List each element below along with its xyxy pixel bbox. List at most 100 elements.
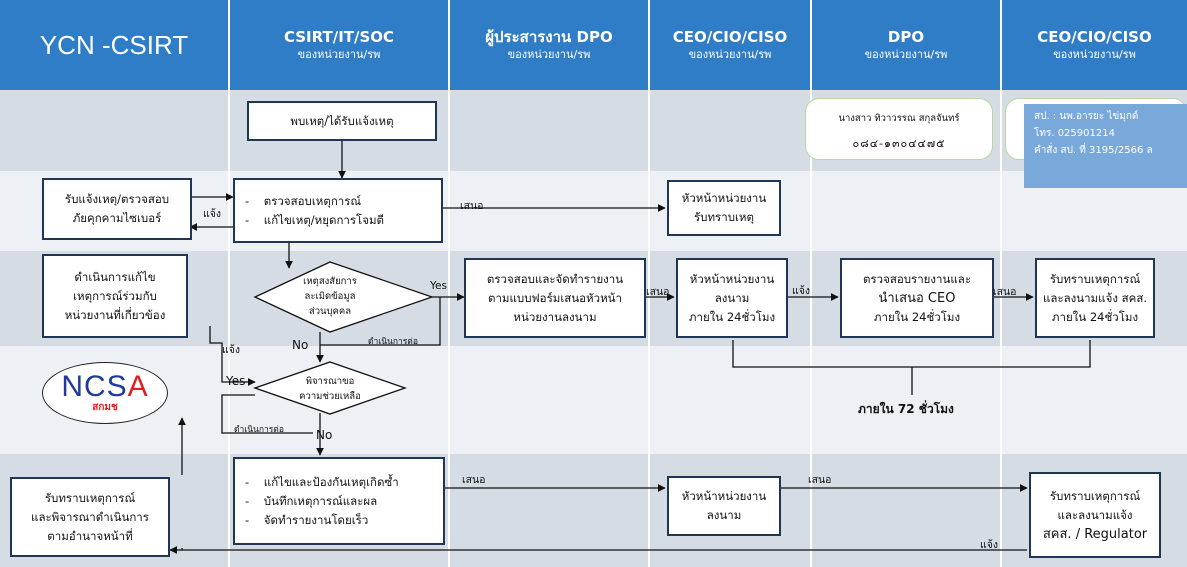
- box-text: ภายใน 24ชั่วโมง: [1051, 309, 1139, 324]
- label-no: No: [292, 338, 309, 352]
- label-continue: ดำเนินการต่อ: [368, 337, 418, 347]
- label-propose: เสนอ: [646, 286, 670, 298]
- column-divider: [1000, 90, 1002, 567]
- box-text: และลงนามแจ้ง สคส.: [1042, 290, 1147, 305]
- box-joint-fix: ดำเนินการแก้ไข เหตุการณ์ร่วมกับ หน่วยงาน…: [42, 254, 188, 338]
- label-propose: เสนอ: [808, 474, 832, 486]
- box-text: และพิจารณาดำเนินการ: [31, 509, 149, 524]
- header-title: DPO: [887, 28, 925, 46]
- column-divider: [448, 90, 450, 567]
- box-head-ack: หัวหน้าหน่วยงาน รับทราบเหตุ: [667, 180, 781, 236]
- box-text: ภัยคุกคามไซเบอร์: [72, 211, 162, 225]
- box-text: รับแจ้งเหตุ/ตรวจสอบ: [64, 192, 170, 206]
- box-text: ดำเนินการแก้ไข: [74, 269, 156, 284]
- dpo-contact-callout: นางสาว ทิวาวรรณ สกุลจันทร์ ๐๘๔-๑๓๐๔๔๗๕: [805, 98, 993, 160]
- box-dpo-review: ตรวจสอบรายงานและ นำเสนอ CEO ภายใน 24ชั่ว…: [840, 258, 994, 338]
- decision-text: ความช่วยเหลือ: [299, 391, 361, 402]
- box-text: สคส. / Regulator: [1042, 526, 1148, 542]
- box-text: รับทราบเหตุ: [694, 210, 754, 224]
- header-subtitle: ของหน่วยงาน/รพ: [688, 48, 772, 61]
- box-found-incident: พบเหตุ/ได้รับแจ้งเหตุ: [247, 101, 437, 141]
- ceo-contact-note: สป. : นพ.อารยะ ไข่มุกด์ โทร. 025901214 ค…: [1024, 104, 1187, 188]
- box-text: - แก้ไขเหตุ/หยุดการโจมตี: [245, 212, 385, 227]
- logo-mark: NCSA: [61, 372, 148, 402]
- box-text: ตรวจสอบเหตุการณ์: [263, 193, 362, 208]
- box-text: จัดทำรายงานโดยเร็ว: [263, 512, 369, 527]
- header-subtitle: ของหน่วยงาน/รพ: [1053, 48, 1136, 61]
- box-text: หน่วยงานที่เกี่ยวข้อง: [64, 307, 166, 322]
- header-title: CSIRT/IT/SOC: [283, 28, 395, 46]
- box-ceo-ack: รับทราบเหตุการณ์ และลงนามแจ้ง สคส. ภายใน…: [1035, 258, 1155, 338]
- header-title: CEO/CIO/CISO: [672, 28, 788, 46]
- header-subtitle: ของหน่วยงาน/รพ: [297, 48, 381, 61]
- label-yes: Yes: [430, 280, 447, 292]
- lane-4: [0, 346, 1187, 454]
- box-text: พบเหตุ/ได้รับแจ้งเหตุ: [290, 113, 394, 128]
- header-title: YCN -CSIRT: [39, 30, 189, 60]
- box-text: แก้ไขและป้องกันเหตุเกิดซ้ำ: [263, 474, 399, 489]
- label-notify: แจ้ง: [792, 285, 811, 297]
- dpo-contact-phone: ๐๘๔-๑๓๐๔๔๗๕: [852, 137, 946, 150]
- box-head-sign-24h: หัวหน้าหน่วยงาน ลงนาม ภายใน 24ชั่วโมง: [676, 258, 788, 338]
- box-prevent: - แก้ไขและป้องกันเหตุเกิดซ้ำ - บันทึกเหต…: [233, 457, 445, 545]
- box-text: ลงนาม: [714, 290, 750, 305]
- box-text: หัวหน้าหน่วยงาน: [689, 271, 775, 286]
- label-notify: แจ้ง: [980, 539, 999, 551]
- box-text: - ตรวจสอบเหตุการณ์: [245, 193, 362, 208]
- dpo-contact-name: นางสาว ทิวาวรรณ สกุลจันทร์: [838, 113, 960, 124]
- box-text: หัวหน้าหน่วยงาน: [681, 191, 767, 205]
- ncsa-logo: NCSA สกมช: [42, 362, 168, 424]
- label-propose: เสนอ: [460, 200, 484, 212]
- box-ceo-regulator: รับทราบเหตุการณ์ และลงนามแจ้ง สคส. / Reg…: [1029, 472, 1161, 558]
- column-divider: [810, 90, 812, 567]
- header-ycn-csirt: YCN -CSIRT: [0, 0, 228, 90]
- label-no: No: [316, 428, 333, 442]
- box-ycn-ack: รับทราบเหตุการณ์ และพิจารณาดำเนินการ ตาม…: [10, 477, 170, 557]
- box-head-sign: หัวหน้าหน่วยงาน ลงนาม: [667, 476, 781, 536]
- box-text: รับทราบเหตุการณ์: [1049, 271, 1141, 286]
- box-verify-fix: - ตรวจสอบเหตุการณ์ - แก้ไขเหตุ/หยุดการโจ…: [233, 178, 443, 243]
- label-notify: แจ้ง: [222, 344, 241, 356]
- ceo-contact-line1: สป. : นพ.อารยะ ไข่มุกด์: [1034, 111, 1139, 122]
- decision-text: พิจารณาขอ: [305, 376, 355, 387]
- header-title: ผู้ประสารงาน DPO: [485, 28, 613, 46]
- logo-text: A: [127, 370, 149, 403]
- header-csirt: CSIRT/IT/SOC ของหน่วยงาน/รพ: [230, 0, 448, 90]
- label-continue: ดำเนินการต่อ: [234, 425, 284, 435]
- ceo-contact-line2: โทร. 025901214: [1034, 128, 1115, 139]
- header-subtitle: ของหน่วยงาน/รพ: [864, 48, 948, 61]
- box-text: ตามแบบฟอร์มเสนอหัวหน้า: [488, 290, 622, 305]
- box-receive-check: รับแจ้งเหตุ/ตรวจสอบ ภัยคุกคามไซเบอร์: [42, 178, 192, 240]
- header-dpo-coordinator: ผู้ประสารงาน DPO ของหน่วยงาน/รพ: [450, 0, 648, 90]
- header-ceo-1: CEO/CIO/CISO ของหน่วยงาน/รพ: [650, 0, 810, 90]
- label-propose: เสนอ: [462, 474, 486, 486]
- box-text: บันทึกเหตุการณ์และผล: [263, 493, 378, 508]
- box-text: รับทราบเหตุการณ์: [1049, 488, 1141, 503]
- box-prepare-report: ตรวจสอบและจัดทำรายงาน ตามแบบฟอร์มเสนอหัว…: [464, 258, 646, 338]
- lane-5: [0, 454, 1187, 567]
- box-text: ภายใน 24ชั่วโมง: [873, 309, 961, 324]
- label-within-72h: ภายใน 72 ชั่วโมง: [858, 402, 954, 416]
- column-divider: [228, 90, 230, 567]
- box-text: และลงนามแจ้ง: [1057, 507, 1133, 522]
- label-notify: แจ้ง: [203, 208, 222, 220]
- box-text: เหตุการณ์ร่วมกับ: [73, 288, 157, 303]
- label-yes: Yes: [226, 374, 246, 388]
- lane-2: [0, 171, 1187, 251]
- logo-text: NCS: [61, 370, 128, 403]
- box-text: ตรวจสอบและจัดทำรายงาน: [486, 271, 624, 286]
- box-text: ภายใน 24ชั่วโมง: [688, 309, 776, 324]
- ceo-contact-line3: คำสั่ง สป. ที่ 3195/2566 ล: [1034, 145, 1153, 156]
- box-text: ตามอำนาจหน้าที่: [47, 528, 133, 543]
- column-divider: [648, 90, 650, 567]
- box-text: หน่วยงานลงนาม: [513, 309, 597, 324]
- logo-subtext: สกมช: [92, 402, 118, 413]
- box-text: - แก้ไขและป้องกันเหตุเกิดซ้ำ: [245, 474, 399, 489]
- decision-text: ส่วนบุคคล: [308, 306, 352, 317]
- decision-text: เหตุสงสัยการ: [303, 276, 357, 287]
- decision-text: ละเมิดข้อมูล: [304, 291, 356, 302]
- box-text: รับทราบเหตุการณ์: [44, 490, 136, 505]
- box-text: นำเสนอ CEO: [878, 290, 956, 306]
- header-title: CEO/CIO/CISO: [1037, 28, 1152, 46]
